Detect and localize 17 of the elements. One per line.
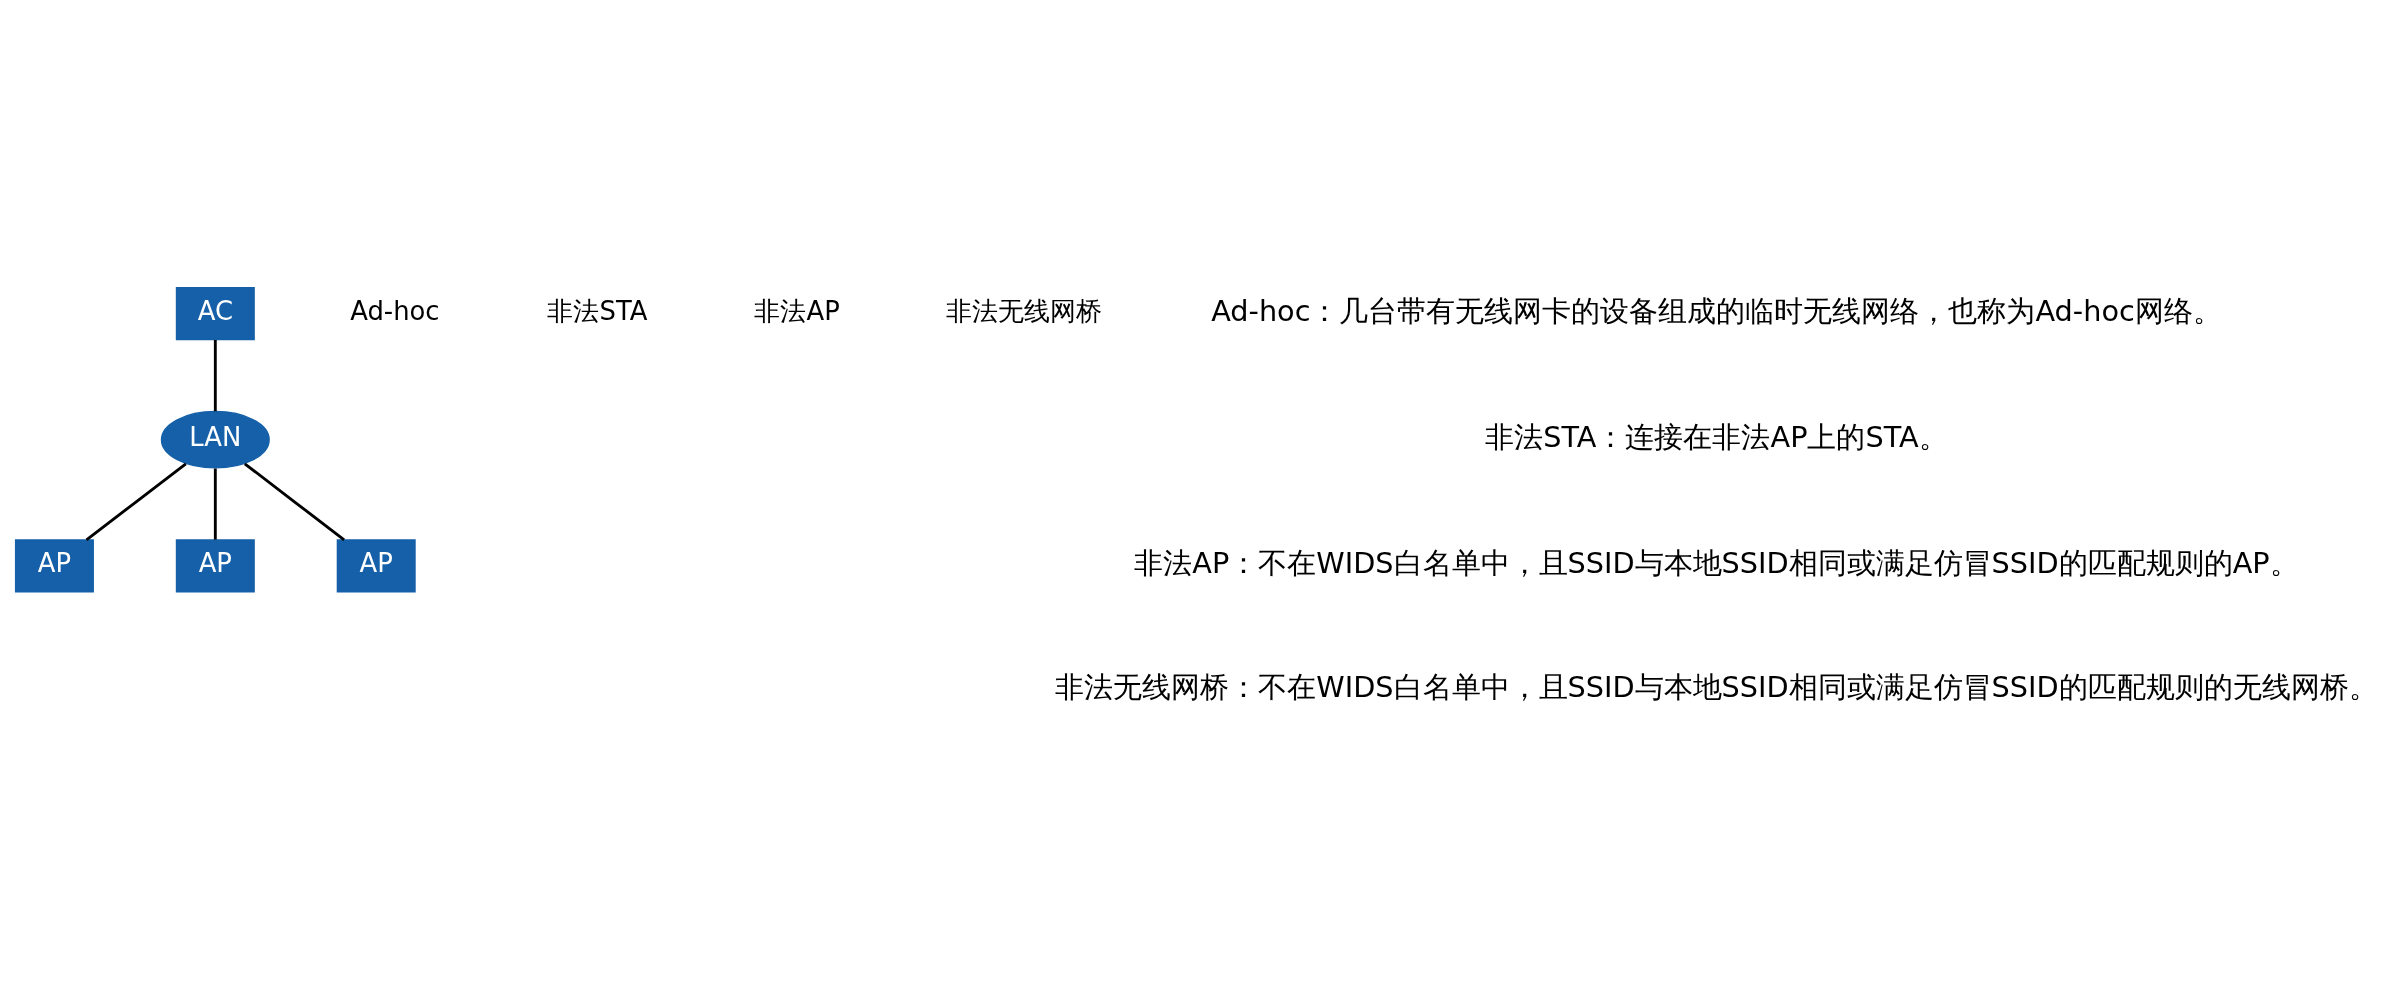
label: 非法无线网桥 <box>946 295 1103 326</box>
connector <box>213 468 217 540</box>
node-box: AP <box>175 538 255 592</box>
connector <box>85 462 187 541</box>
label: 非法STA：连接在非法AP上的STA。 <box>1485 419 1948 454</box>
label: Ad-hoc：几台带有无线网卡的设备组成的临时无线网络，也称为Ad-hoc网络。 <box>1211 293 2222 328</box>
node-box: AC <box>175 286 255 340</box>
label: Ad-hoc <box>350 295 440 326</box>
label: 非法AP：不在WIDS白名单中，且SSID与本地SSID相同或满足仿冒SSID的匹配规则的AP。 <box>1134 545 2299 580</box>
connector <box>243 462 345 541</box>
label: 非法AP <box>754 295 840 326</box>
label: 非法STA <box>547 295 648 326</box>
node-ellipse: LAN <box>160 410 270 469</box>
node-box: AP <box>14 538 94 592</box>
label: 非法无线网桥：不在WIDS白名单中，且SSID与本地SSID相同或满足仿冒SSID的匹配规则的无线网桥。 <box>1055 669 2378 704</box>
connector <box>213 339 217 411</box>
node-box: AP <box>336 538 416 592</box>
